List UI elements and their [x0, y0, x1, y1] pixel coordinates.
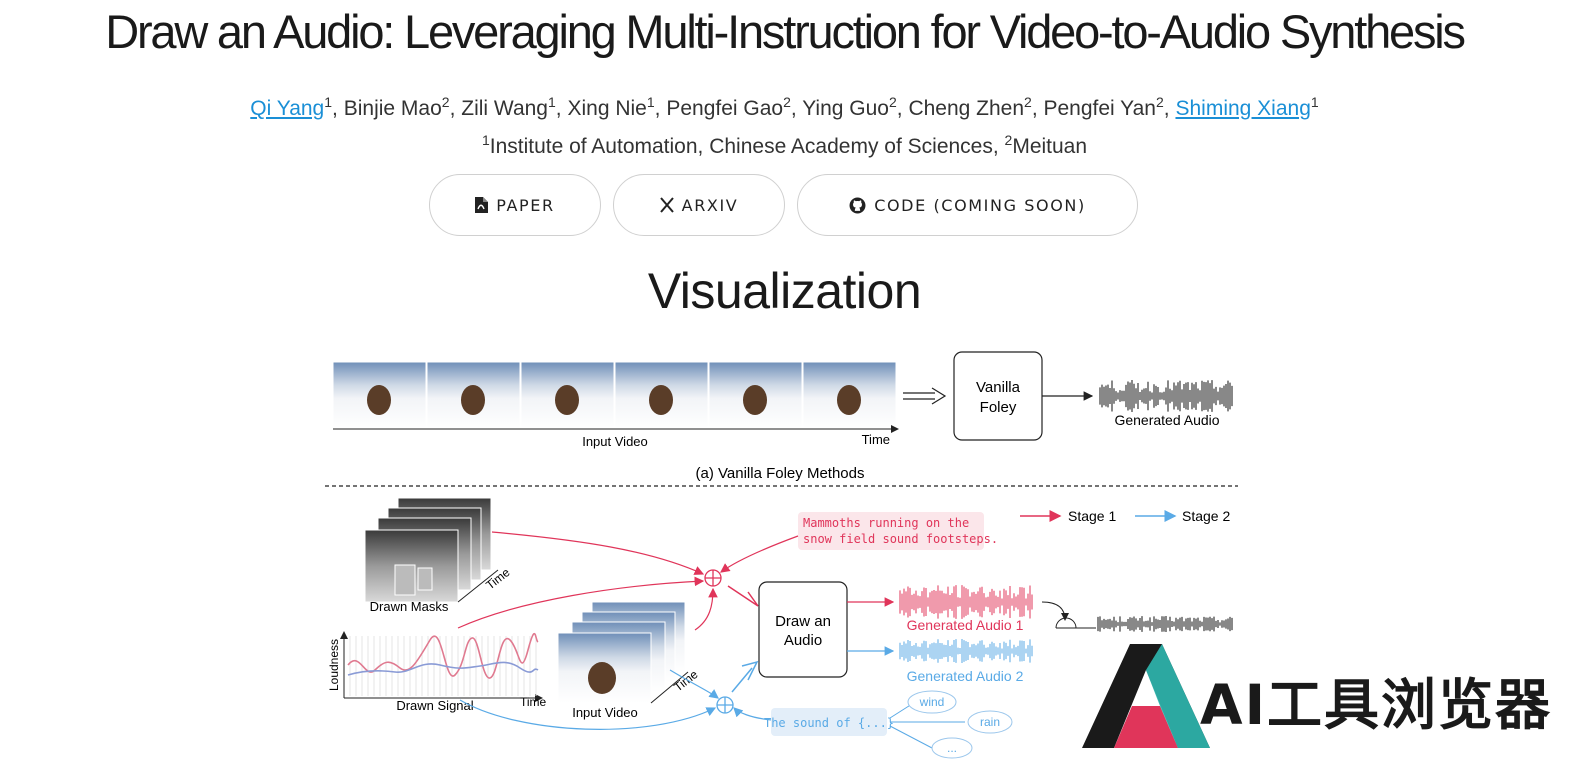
- text-prompt-box: [798, 512, 984, 550]
- mammoth-shape: [837, 385, 861, 415]
- vanilla-foley-label-1: Vanilla: [976, 379, 1021, 396]
- code-button[interactable]: CODE (COMING SOON): [797, 174, 1138, 236]
- generated-audio-2-label: Generated Audio 2: [907, 668, 1024, 684]
- author-name: Binjie Mao: [343, 97, 442, 120]
- affiliation-1-sup: 1: [481, 132, 490, 148]
- input-video-b-label: Input Video: [572, 705, 638, 720]
- sound-of-box: [771, 708, 887, 736]
- stage-1-legend: Stage 1: [1068, 508, 1116, 524]
- github-icon: [849, 197, 866, 214]
- author-affiliation-sup: 2: [888, 94, 897, 110]
- time-label: Time: [862, 432, 890, 447]
- paper-button[interactable]: PAPER: [429, 174, 601, 236]
- author-list: Qi Yang1, Binjie Mao2, Zili Wang1, Xing …: [250, 94, 1319, 120]
- generated-audio-label: Generated Audio: [1114, 412, 1219, 428]
- author-affiliation-sup: 1: [1310, 94, 1319, 110]
- drawn-signal-plot: [340, 631, 543, 702]
- affiliation-2-sup: 2: [1004, 132, 1013, 148]
- arxiv-button-label: ARXIV: [681, 195, 739, 215]
- vanilla-foley-box: [953, 351, 1043, 441]
- affiliations: 1Institute of Automation, Chinese Academ…: [0, 132, 1569, 159]
- watermark-logo: [1082, 644, 1210, 748]
- wind-label: wind: [919, 695, 945, 709]
- affiliation-2: Meituan: [1012, 135, 1088, 158]
- author-name[interactable]: Shiming Xiang: [1175, 97, 1311, 120]
- author-name: Ying Guo: [802, 97, 889, 120]
- author-affiliation-sup: 1: [646, 94, 655, 110]
- rain-label: rain: [980, 715, 1000, 729]
- signal-time-label: Time: [520, 695, 547, 709]
- author-name: Pengfei Gao: [666, 97, 784, 120]
- loudness-label: Loudness: [327, 639, 341, 691]
- author-affiliation-sup: 1: [324, 94, 333, 110]
- input-video-stack: [557, 601, 689, 704]
- stage-2-legend: Stage 2: [1182, 508, 1230, 524]
- ellipsis-label: ...: [947, 741, 957, 755]
- page-title: Draw an Audio: Leveraging Multi-Instruct…: [105, 5, 1466, 58]
- author-affiliation-sup: 2: [783, 94, 791, 110]
- affiliation-1: Institute of Automation, Chinese Academy…: [489, 135, 1005, 158]
- author-name: Xing Nie: [567, 97, 647, 120]
- code-button-label: CODE (COMING SOON): [874, 195, 1086, 215]
- text-prompt-line-1: Mammoths running on the: [803, 516, 969, 530]
- author-name[interactable]: Qi Yang: [250, 97, 325, 120]
- arxiv-button[interactable]: ARXIV: [613, 174, 785, 236]
- author-affiliation-sup: 2: [441, 94, 450, 110]
- drawn-masks-label: Drawn Masks: [370, 599, 449, 614]
- x-logo-icon: [659, 197, 674, 213]
- sound-of-label: The sound of {...}: [764, 716, 894, 730]
- generated-audio-1-label: Generated Audio 1: [907, 617, 1024, 633]
- author-name: Zili Wang: [461, 97, 548, 120]
- mammoth-shape: [461, 385, 485, 415]
- drawn-masks-stack: [364, 497, 499, 603]
- section-title: Visualization: [647, 263, 922, 319]
- draw-an-audio-box: [758, 581, 848, 678]
- draw-an-audio-label-1: Draw an: [775, 613, 831, 630]
- generated-audio-2-waveform: [899, 639, 1033, 663]
- caption-a: (a) Vanilla Foley Methods: [696, 465, 865, 482]
- author-name: Cheng Zhen: [908, 97, 1025, 120]
- author-affiliation-sup: 2: [1156, 94, 1164, 110]
- mammoth-shape: [367, 385, 391, 415]
- author-affiliation-sup: 2: [1024, 94, 1032, 110]
- text-prompt-line-2: snow field sound footsteps.: [803, 532, 998, 546]
- generated-audio-1-waveform: [899, 585, 1033, 619]
- author-affiliation-sup: 1: [548, 94, 556, 110]
- author-name: Pengfei Yan: [1043, 97, 1157, 120]
- pdf-file-icon: [475, 197, 489, 213]
- paper-button-label: PAPER: [496, 195, 555, 215]
- mammoth-shape: [555, 385, 579, 415]
- drawn-signal-label: Drawn Signal: [396, 698, 473, 713]
- method-figure: Input Video Time Vanilla Foley Generated…: [325, 351, 1238, 759]
- mammoth-shape: [743, 385, 767, 415]
- mammoth-shape: [649, 385, 673, 415]
- generated-audio-waveform: [1099, 380, 1233, 412]
- input-video-frames: [332, 361, 897, 429]
- draw-an-audio-label-2: Audio: [784, 632, 822, 649]
- input-video-label: Input Video: [582, 434, 648, 449]
- watermark-text: AI工具浏览器: [1200, 673, 1553, 737]
- vanilla-foley-label-2: Foley: [980, 399, 1017, 416]
- final-audio-waveform: [1097, 616, 1233, 632]
